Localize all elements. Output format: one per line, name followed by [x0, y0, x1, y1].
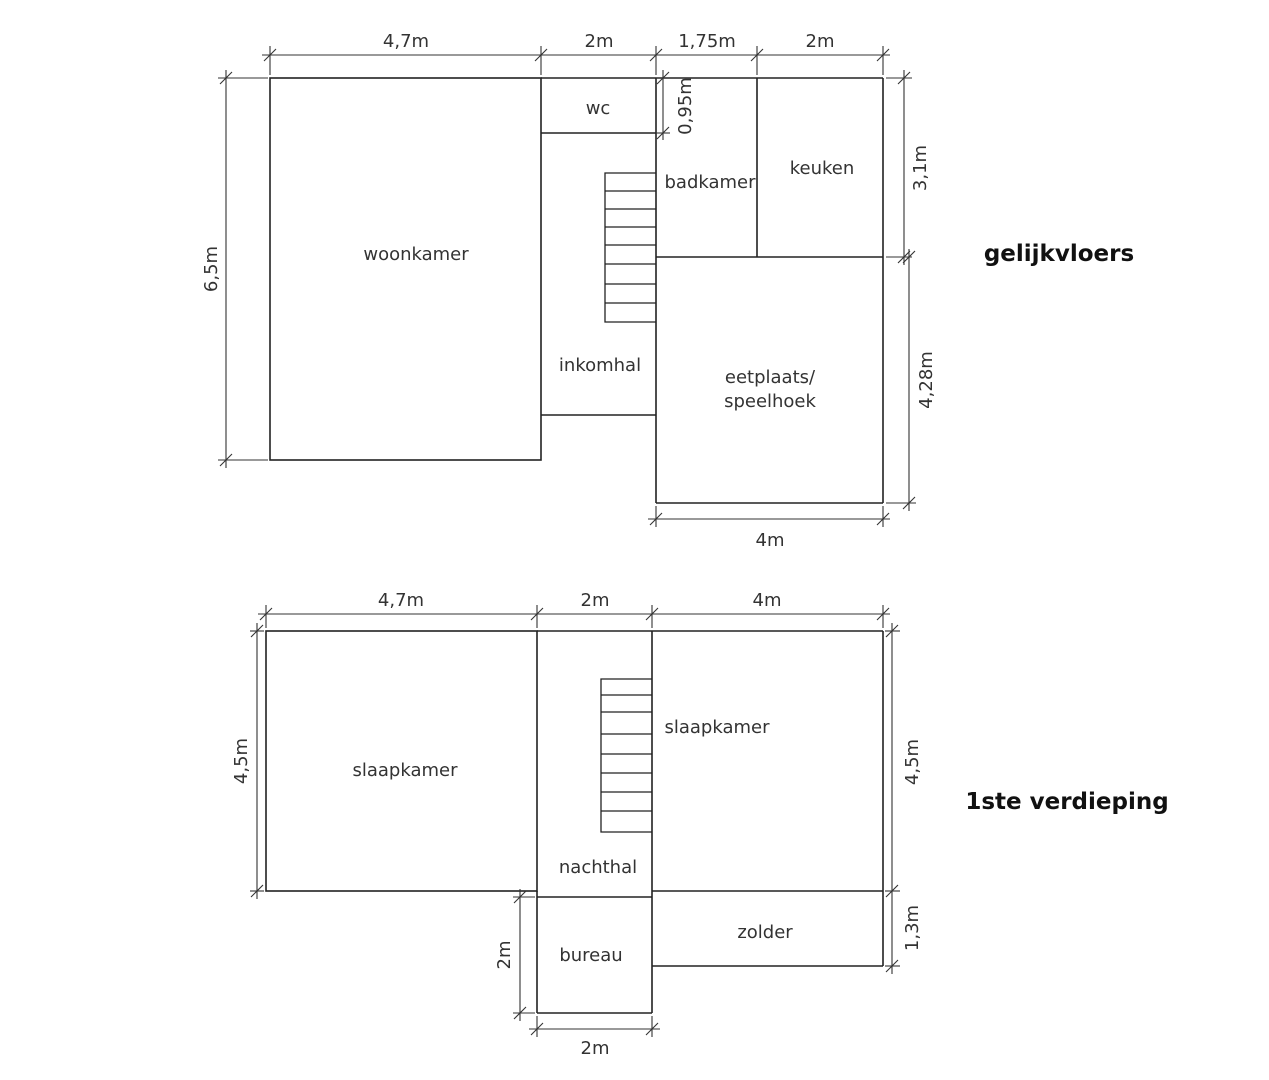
first-left-dimension — [250, 623, 264, 899]
first-floor-title: 1ste verdieping — [965, 789, 1168, 815]
first-bottom-dimension — [529, 1016, 660, 1037]
first-floor-plan: slaapkamer slaapkamer nachthal bureau zo… — [231, 590, 1169, 1059]
ground-floor-title: gelijkvloers — [984, 241, 1134, 267]
first-top-dimension — [258, 605, 890, 628]
ground-top-dimension — [262, 46, 890, 75]
dim-bureau-height: 2m — [494, 941, 515, 970]
ground-right-dimension — [886, 70, 916, 511]
dim-top-woonkamer: 4,7m — [383, 31, 429, 52]
dim-top-badkamer: 1,75m — [678, 31, 736, 52]
ground-stairs — [604, 172, 656, 323]
dim-bottom-bureau: 2m — [581, 1038, 610, 1059]
first-right-dimension — [885, 623, 900, 974]
label-inkomhal: inkomhal — [559, 355, 641, 376]
dim-top-hal: 2m — [585, 31, 614, 52]
ground-bottom-dimension — [648, 506, 890, 527]
label-keuken: keuken — [790, 158, 855, 179]
label-slaapkamer-left: slaapkamer — [352, 760, 458, 781]
bureau-height-dimension — [513, 889, 535, 1021]
slaapkamer-left-room — [265, 630, 538, 892]
dim-top-slaapkamer-right: 4m — [753, 590, 782, 611]
woonkamer-room — [269, 77, 542, 461]
dim-left-height: 6,5m — [201, 246, 222, 292]
dim-bottom-eetplaats: 4m — [756, 530, 785, 551]
dim-left-height: 4,5m — [231, 738, 252, 784]
dim-top-hal: 2m — [581, 590, 610, 611]
ground-floor-plan: woonkamer wc badkamer keuken inkomhal ee… — [201, 31, 1134, 551]
label-nachthal: nachthal — [559, 857, 637, 878]
dim-right-upper: 3,1m — [910, 145, 931, 191]
label-speelhoek: speelhoek — [724, 391, 816, 412]
dim-right-zolder: 1,3m — [902, 905, 923, 951]
dim-top-slaapkamer: 4,7m — [378, 590, 424, 611]
label-wc: wc — [586, 98, 611, 119]
label-badkamer: badkamer — [664, 172, 756, 193]
dim-right-height: 4,5m — [902, 739, 923, 785]
dim-top-keuken: 2m — [806, 31, 835, 52]
wc-depth-dimension — [656, 70, 670, 140]
label-eetplaats: eetplaats/ — [725, 367, 816, 388]
label-woonkamer: woonkamer — [363, 244, 469, 265]
first-stairs — [600, 678, 652, 833]
label-zolder: zolder — [737, 922, 793, 943]
label-bureau: bureau — [559, 945, 622, 966]
label-slaapkamer-right: slaapkamer — [664, 717, 770, 738]
ground-left-dimension — [218, 70, 268, 468]
dim-right-lower: 4,28m — [916, 351, 937, 409]
dim-wc-depth: 0,95m — [675, 77, 696, 135]
